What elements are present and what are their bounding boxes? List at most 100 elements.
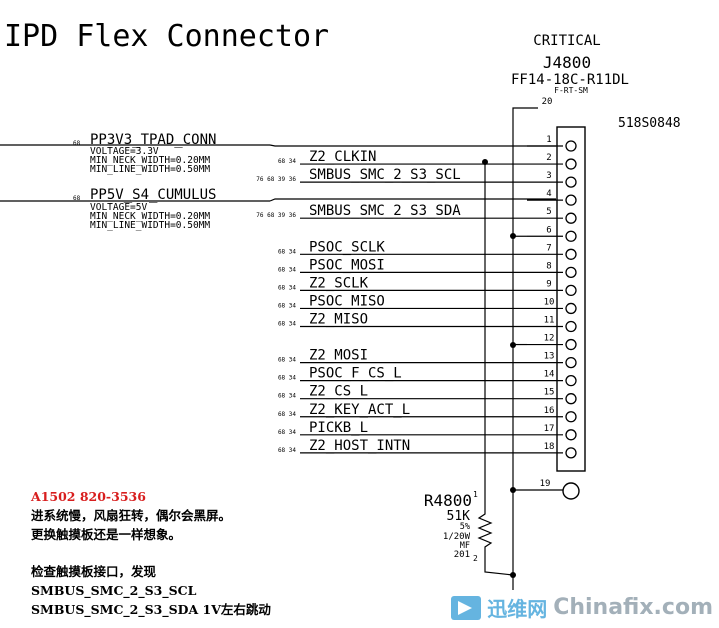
signal-pages: 68 34 [278,375,296,382]
resistor-tol: 5% [460,522,470,532]
pp3v3-wire-pin1 [269,144,556,147]
pin-number: 6 [546,225,551,235]
pp3v3-line: MIN_LINE_WIDTH=0.50MM [90,164,210,175]
signal-pages: 68 34 [278,393,296,400]
pin-circle [565,356,577,369]
signal-pages: 68 34 [278,447,296,454]
watermark-cn: 迅维网 [487,597,548,621]
pp5v-neck: MIN_NECK_WIDTH=0.20MM [90,211,210,222]
resistor-ref: R4800 [424,491,472,510]
signal-pages: 68 34 [278,357,296,364]
pin-number: 7 [546,243,551,253]
pin-circle [565,266,577,279]
pin-circle [565,429,577,441]
pin-number: 18 [544,442,555,452]
notes-model: A1502 820-3536 [31,489,146,504]
junction-dot [510,233,516,239]
signal-pages: 68 34 [278,321,296,328]
signal-name: SMBUS_SMC_2_S3_SCL [309,167,461,183]
signal-pages: 76 68 39 36 [256,212,296,219]
critical-label: CRITICAL [533,33,600,49]
signal-pages: 68 34 [278,284,296,291]
resistor-pin1: 1 [473,490,478,499]
signal-pages: 68 34 [278,266,296,273]
signal-name: Z2_CS_L [309,384,368,400]
pin-circle [565,393,577,405]
connector-ref: J4800 [543,53,591,72]
notes-line2: 更换触摸板还是一样想象。 [31,527,182,542]
pp3v3-voltage: VOLTAGE=3.3V [90,146,159,157]
pin-circle [565,447,577,459]
pin-number: 4 [546,189,551,199]
signal-name: PSOC_F_CS_L [309,366,402,382]
resistor-pkg: 201 [454,550,470,560]
pin-number: 14 [544,370,555,380]
gnd-rail [512,107,538,576]
pin-circle [565,158,577,170]
pin-circle [565,212,577,224]
pin-number: 1 [546,135,551,145]
pin-circle [565,176,577,188]
pin-number: 11 [544,316,555,326]
junction-dot [510,487,516,493]
signal-name: Z2_CLKIN [309,149,376,165]
notes-spacer [31,544,271,562]
pin19-label: 19 [540,479,551,489]
pp5v-voltage: VOLTAGE=5V [90,202,147,213]
notes-line5: SMBUS_SMC_2_S3_SDA 1V左右跳动 [31,602,271,617]
pp5v-name: PP5V_S4_CUMULUS [90,187,216,203]
pin19-circle [562,482,580,500]
signal-name: Z2_MISO [309,312,368,328]
pin-circle [565,194,577,206]
signal-name: Z2_MOSI [309,348,368,364]
pin-number: 13 [544,352,555,362]
pp5v-line: MIN_LINE_WIDTH=0.50MM [90,220,210,231]
watermark: 迅维网 Chinafix.com [451,593,713,622]
signal-name: Z2_SCLK [309,275,369,291]
signal-name: PSOC_MOSI [309,257,385,273]
pin20-label: 20 [542,97,553,107]
notes-line4: SMBUS_SMC_2_S3_SCL [31,583,197,598]
pin-circle [565,374,577,387]
signal-name: SMBUS_SMC_2_S3_SDA [309,203,461,219]
pp3v3-neck: MIN_NECK_WIDTH=0.20MM [90,155,210,166]
pin-number: 15 [544,388,555,398]
pin-number: 2 [546,153,551,163]
pin-number: 9 [546,279,551,289]
signal-pages: 68 34 [278,302,296,309]
pin-circle [565,140,577,152]
pin-circle [565,248,577,260]
resistor-type: MF [460,541,470,551]
pp5v-wire-pin4 [269,198,556,202]
pin-number: 3 [546,171,551,181]
junction-dot [510,342,516,348]
pin-circle [565,230,577,242]
resistor-pin2: 2 [473,554,478,563]
signal-name: PSOC_SCLK [309,239,385,255]
signal-pages: 68 34 [278,429,296,436]
pin-circle [565,411,577,423]
connector-part: FF14-18C-R11DL [511,72,629,88]
resistor-power: 1/20W [443,532,471,542]
notes-line1: 进系统慢，风扇狂转，偶尔会黑屏。 [31,508,232,523]
signal-name: Z2_HOST_INTN [309,438,410,454]
signal-name: Z2_KEY_ACT_L [309,402,410,418]
page-title: IPD Flex Connector [4,19,329,54]
pp3v3-name: PP3V3_TPAD_CONN [90,132,216,148]
notes-line3: 检查触摸板接口，发现 [31,564,157,579]
signal-name: PSOC_MISO [309,293,385,309]
pin-number: 8 [546,261,551,271]
pin-circle [565,302,577,315]
signal-pages: 68 34 [278,158,296,165]
signal-name: PICKB_L [309,420,368,436]
pin-number: 10 [544,297,555,307]
pp5v-page: 68 [73,195,81,202]
pin-circle [565,284,577,297]
pin-circle [565,320,577,333]
pin-number: 5 [546,207,551,217]
watermark-en: Chinafix.com [553,595,713,620]
signal-nets: 68 34 Z2_CLKIN 76 68 39 36 SMBUS_SMC_2_S3_S… [256,149,527,454]
signal-pages: 68 34 [278,248,296,255]
